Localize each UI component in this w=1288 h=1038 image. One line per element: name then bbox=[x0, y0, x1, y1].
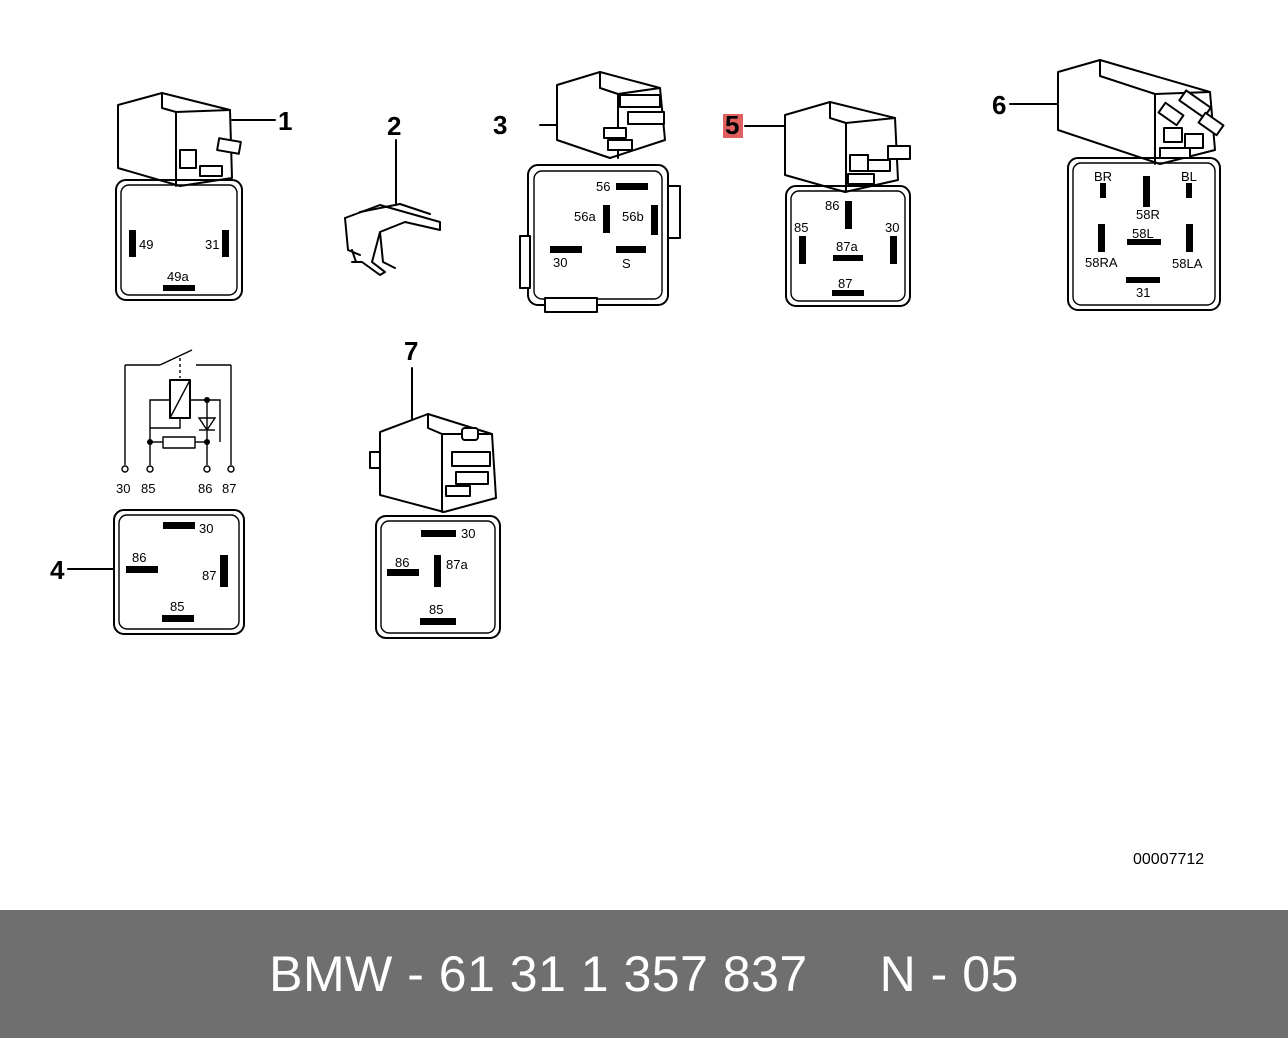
part-number-line: BMW - 61 31 1 357 837 N - 05 bbox=[269, 946, 1019, 1002]
pin-30-label-5: 30 bbox=[885, 220, 899, 235]
callout-6: 6 bbox=[992, 90, 1006, 120]
pin-86-label-4: 86 bbox=[132, 550, 146, 565]
pin-56-label: 56 bbox=[596, 179, 610, 194]
relay-5 bbox=[744, 101, 911, 307]
pin-58l-label: 58L bbox=[1132, 226, 1154, 241]
pin-85-label: 85 bbox=[794, 220, 808, 235]
parts-diagram: 1 49 31 49a 2 3 56 56a 56b 30 S bbox=[50, 59, 1225, 868]
pin-87-label-4: 87 bbox=[202, 568, 216, 583]
pin-85-label-4: 85 bbox=[170, 599, 184, 614]
pin-49a-label: 49a bbox=[167, 269, 189, 284]
pin-br-label: BR bbox=[1094, 169, 1112, 184]
pin-86-label-7: 86 bbox=[395, 555, 409, 570]
terminal-85-label: 85 bbox=[141, 481, 155, 496]
pin-49-label: 49 bbox=[139, 237, 153, 252]
pin-58la-label: 58LA bbox=[1172, 256, 1203, 271]
pin-87a-label: 87a bbox=[836, 239, 858, 254]
pin-bl-label: BL bbox=[1181, 169, 1197, 184]
terminal-30-label: 30 bbox=[116, 481, 130, 496]
callout-2: 2 bbox=[387, 111, 401, 141]
callout-5-highlight bbox=[723, 114, 743, 138]
pin-56b-label: 56b bbox=[622, 209, 644, 224]
pin-30-label-4: 30 bbox=[199, 521, 213, 536]
clip-2 bbox=[344, 139, 441, 276]
callout-4: 4 bbox=[50, 555, 65, 585]
terminal-86-label: 86 bbox=[198, 481, 212, 496]
pin-58ra-label: 58RA bbox=[1085, 255, 1118, 270]
pin-85-label-7: 85 bbox=[429, 602, 443, 617]
pin-58r-label: 58R bbox=[1136, 207, 1160, 222]
pin-30-label-7: 30 bbox=[461, 526, 475, 541]
pin-56a-label: 56a bbox=[574, 209, 596, 224]
terminal-87-label: 87 bbox=[222, 481, 236, 496]
pin-31-label: 31 bbox=[205, 237, 219, 252]
callout-1: 1 bbox=[278, 106, 292, 136]
pin-30-label: 30 bbox=[553, 255, 567, 270]
relay-3 bbox=[519, 71, 681, 313]
pin-87a-label-7: 87a bbox=[446, 557, 468, 572]
drawing-number: 00007712 bbox=[1133, 851, 1204, 868]
pin-31-label-6: 31 bbox=[1136, 285, 1150, 300]
callout-7: 7 bbox=[404, 336, 418, 366]
relay-1 bbox=[115, 92, 276, 301]
pin-86-label: 86 bbox=[825, 198, 839, 213]
pin-s-label: S bbox=[622, 256, 631, 271]
relay-6 bbox=[1009, 59, 1225, 311]
pin-87-label: 87 bbox=[838, 276, 852, 291]
callout-5: 5 bbox=[725, 110, 739, 140]
relay-7 bbox=[369, 367, 501, 639]
footer-bar: BMW - 61 31 1 357 837 N - 05 bbox=[0, 910, 1288, 1038]
callout-3: 3 bbox=[493, 110, 507, 140]
circuit-4 bbox=[67, 349, 245, 635]
